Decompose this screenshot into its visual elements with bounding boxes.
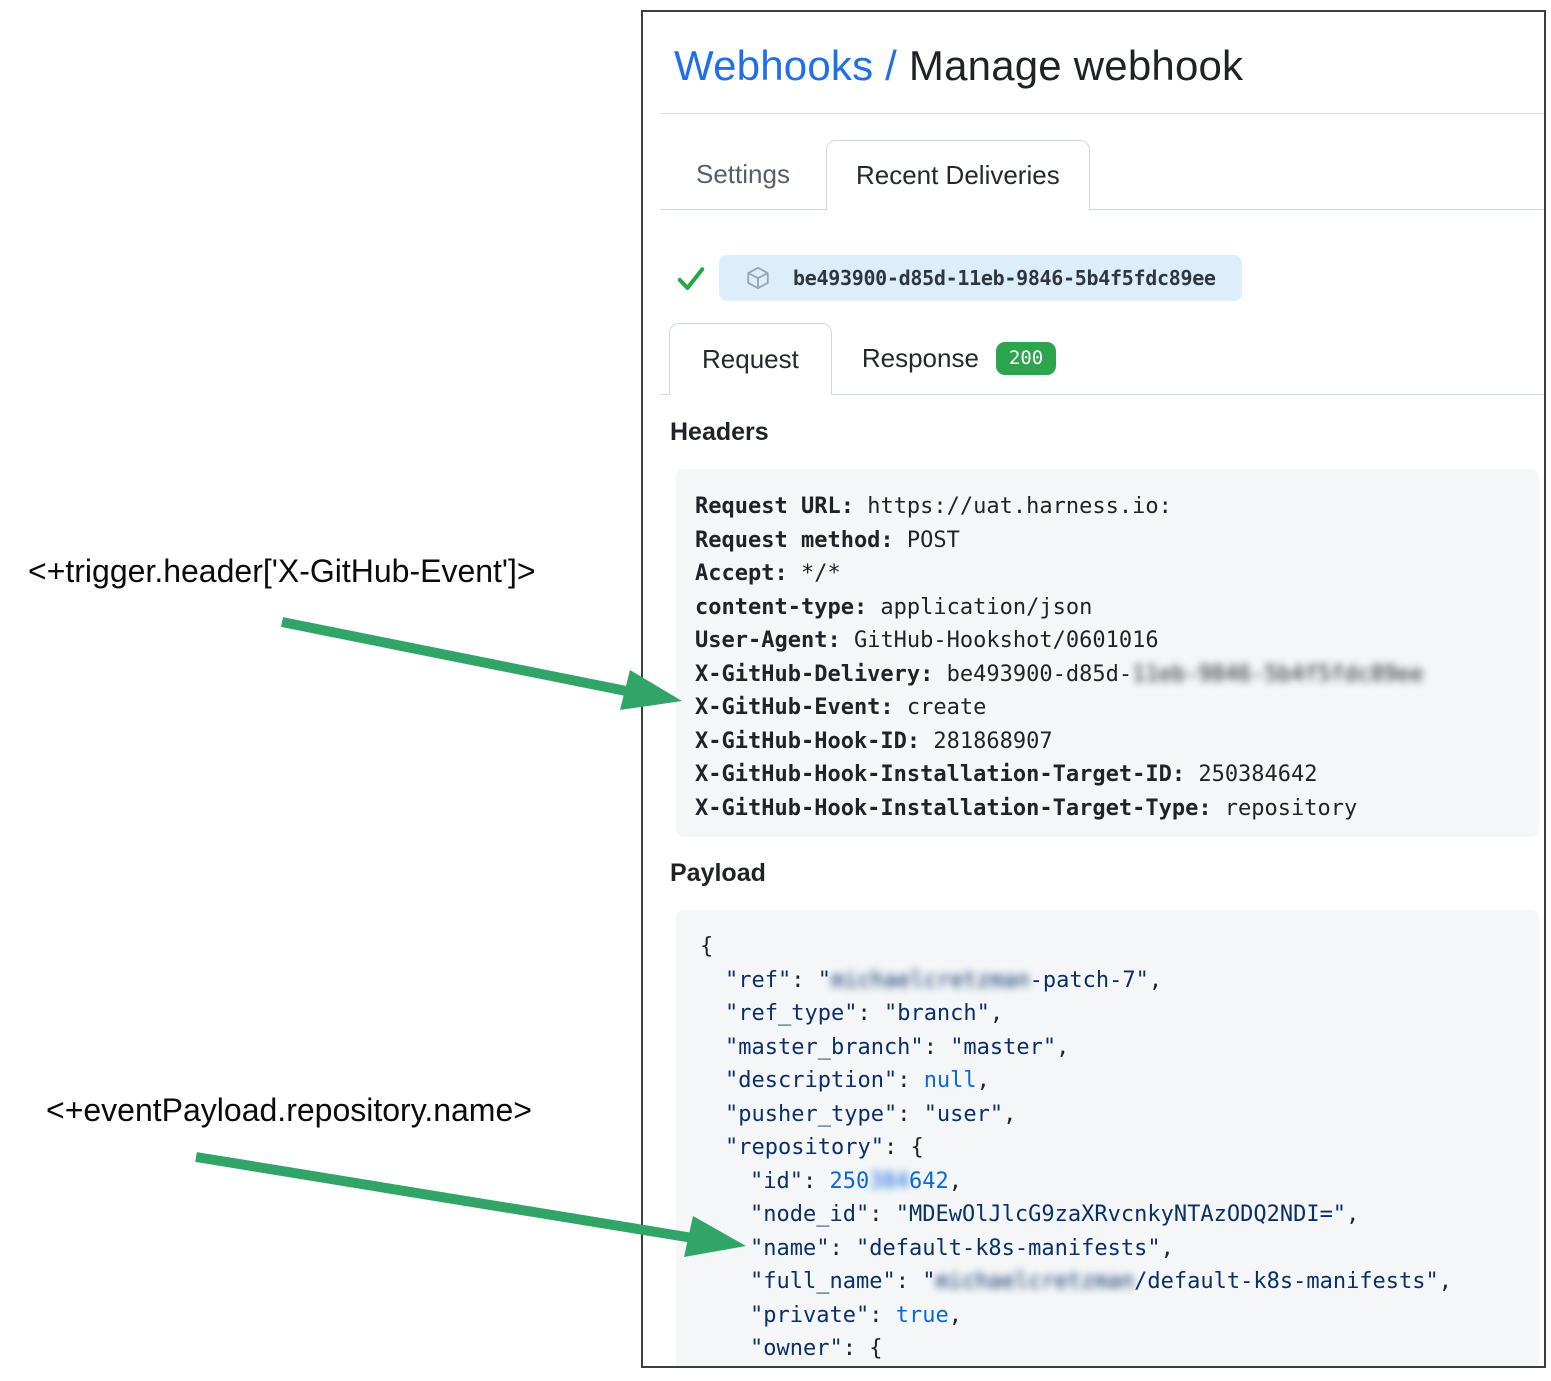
annotation-event-payload: <+eventPayload.repository.name> (46, 1092, 532, 1128)
header-line: Request URL: https://uat.harness.io: (695, 494, 1172, 519)
redacted-text: 11eb-9846-5b4f5fdc89ee (1132, 661, 1424, 687)
tab-response[interactable]: Response 200 (832, 323, 1086, 394)
header-line: User-Agent: GitHub-Hookshot/0601016 (695, 628, 1159, 653)
delivery-id-pill[interactable]: be493900-d85d-11eb-9846-5b4f5fdc89ee (719, 255, 1242, 301)
payload-line: "ref": "michaelcretzman-patch-7", (725, 967, 1163, 993)
page-title: Webhooks / Manage webhook (674, 42, 1243, 90)
payload-line: "pusher_type": "user", (725, 1101, 1017, 1127)
main-tabs: Settings Recent Deliveries (660, 140, 1544, 210)
breadcrumb-link-webhooks[interactable]: Webhooks (674, 42, 874, 89)
tab-recent-deliveries[interactable]: Recent Deliveries (825, 140, 1090, 210)
payload-line: "ref_type": "branch", (725, 1001, 1004, 1026)
payload-line: "owner": { (750, 1336, 883, 1361)
annotation-trigger-header: <+trigger.header['X-GitHub-Event']> (28, 553, 536, 589)
tab-response-label: Response (861, 343, 979, 373)
payload-line: { (700, 934, 714, 959)
payload-line: "description": null, (725, 1068, 990, 1093)
payload-line: "node_id": "MDEwOlJlcG9zaXRvcnkyNTAzODQ2… (750, 1202, 1360, 1227)
header-line: X-GitHub-Hook-Installation-Target-ID: 25… (695, 762, 1318, 787)
payload-section-title: Payload (670, 859, 766, 887)
arrow-to-x-github-event (281, 617, 682, 710)
delivery-success-check-icon (677, 267, 705, 290)
header-line: Request method: POST (695, 527, 960, 553)
redacted-text: 384 (869, 1168, 909, 1194)
title-divider (660, 113, 1544, 114)
header-line: content-type: application/json (695, 594, 1093, 620)
payload-line: "full_name": "michaelcretzman/default-k8… (750, 1269, 1453, 1294)
package-icon (747, 266, 769, 290)
payload-line: "id": 250384642, (750, 1168, 962, 1194)
webhook-panel: Webhooks / Manage webhook Settings Recen… (641, 10, 1546, 1368)
header-line: X-GitHub-Event: create (695, 695, 987, 720)
header-line: X-GitHub-Delivery: be493900-d85d-11eb-98… (695, 661, 1424, 687)
delivery-id: be493900-d85d-11eb-9846-5b4f5fdc89ee (793, 266, 1216, 290)
payload-line: "master_branch": "master", (725, 1034, 1070, 1060)
request-response-tabs: Request Response 200 (660, 323, 1544, 395)
payload-line: "name": "default-k8s-manifests", (750, 1235, 1174, 1261)
breadcrumb-current: Manage webhook (908, 42, 1244, 89)
delivery-row: be493900-d85d-11eb-9846-5b4f5fdc89ee (676, 255, 1242, 301)
tab-settings[interactable]: Settings (696, 159, 790, 189)
response-status-badge: 200 (995, 342, 1057, 375)
payload-codebox: { "ref": "michaelcretzman-patch-7", "ref_t… (676, 910, 1539, 1366)
header-line: X-GitHub-Hook-ID: 281868907 (695, 728, 1053, 754)
headers-section-title: Headers (670, 418, 769, 446)
header-line: X-GitHub-Hook-Installation-Target-Type: … (695, 795, 1358, 821)
payload-line: "private": true, (750, 1302, 962, 1328)
redacted-text: michaelcretzman (935, 1269, 1135, 1294)
breadcrumb-separator: / (873, 42, 909, 89)
payload-line: "repository": { (725, 1135, 924, 1160)
headers-codebox: Request URL: https://uat.harness.io: Requ… (676, 469, 1539, 837)
tab-request[interactable]: Request (669, 323, 832, 395)
header-line: Accept: */* (695, 561, 841, 586)
redacted-text: michaelcretzman (830, 967, 1030, 993)
